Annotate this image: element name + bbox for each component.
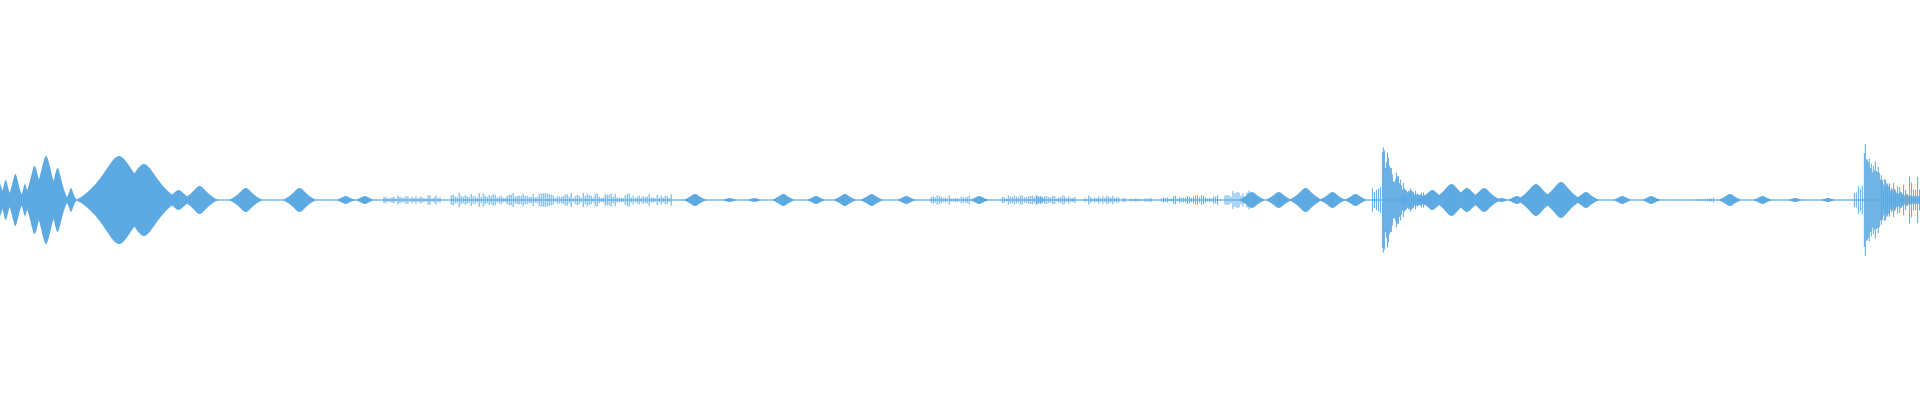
waveform-envelope <box>1817 198 1838 202</box>
waveform-envelope <box>180 186 219 214</box>
waveform-envelope <box>30 156 62 244</box>
waveform-noise-cluster <box>1161 195 1219 205</box>
waveform-noise-cluster <box>1036 195 1076 205</box>
waveform-envelope <box>832 194 858 206</box>
waveform-envelope <box>744 198 765 202</box>
waveform-spike <box>1371 147 1442 253</box>
waveform-envelope <box>1611 196 1634 204</box>
waveform-envelope <box>1515 184 1557 216</box>
waveform-envelope <box>1288 188 1324 212</box>
waveform-noise-cluster <box>450 192 672 208</box>
waveform-envelope <box>1640 196 1663 204</box>
waveform-envelope <box>1491 198 1512 202</box>
waveform-envelope <box>968 196 991 204</box>
waveform-envelope <box>804 196 828 204</box>
waveform-envelope <box>1342 194 1369 206</box>
waveform-envelope <box>1237 192 1267 208</box>
waveform-noise-cluster <box>1001 195 1045 205</box>
waveform-noise-cluster <box>1881 176 1920 224</box>
waveform-envelope <box>162 190 195 210</box>
waveform-envelope <box>353 196 376 204</box>
waveform-noise-cluster <box>1122 197 1152 203</box>
waveform-noise-cluster <box>1084 195 1120 205</box>
waveform-envelope <box>281 188 318 212</box>
waveform-envelope <box>719 198 740 202</box>
waveform-envelope <box>1466 188 1502 212</box>
waveform-envelope <box>858 194 885 206</box>
waveform-envelope <box>1717 194 1743 206</box>
waveform-envelope <box>1751 196 1774 204</box>
waveform-track <box>0 144 1920 256</box>
waveform-envelope <box>65 188 78 212</box>
waveform-noise-cluster <box>1694 197 1714 203</box>
waveform-envelope <box>1538 182 1584 218</box>
waveform-envelope <box>895 196 918 204</box>
waveform-envelope <box>6 174 25 226</box>
waveform-envelope <box>1264 192 1294 208</box>
waveform-envelope <box>1318 192 1347 208</box>
waveform-envelope <box>682 194 708 206</box>
waveform-envelope <box>1785 198 1806 202</box>
waveform-envelope <box>334 196 357 204</box>
waveform-envelope <box>107 164 181 236</box>
waveform-envelope <box>228 188 264 212</box>
waveform-envelope <box>46 168 69 232</box>
waveform-noise-cluster <box>383 195 441 205</box>
waveform-envelope <box>1571 192 1601 208</box>
waveform-envelope <box>770 194 797 206</box>
